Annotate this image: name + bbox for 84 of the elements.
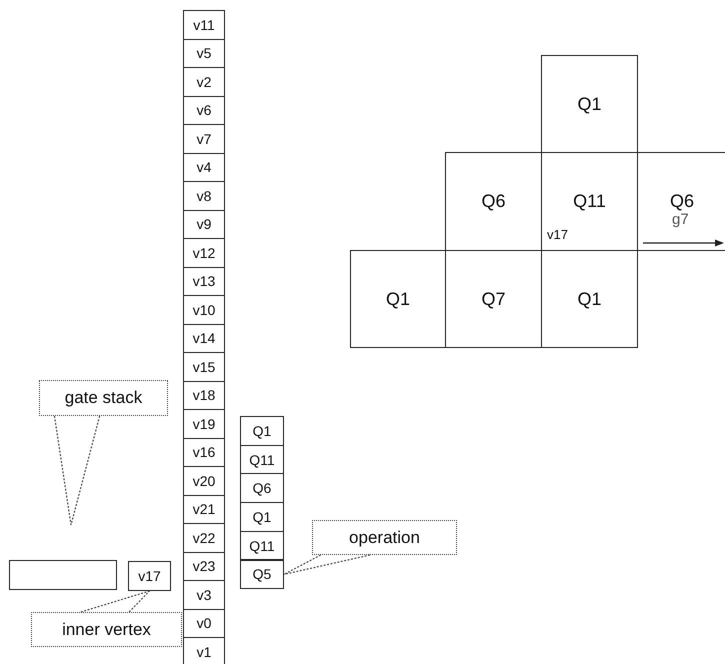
node-label: v13 [192, 273, 216, 290]
node-label: v21 [192, 501, 216, 518]
grid-cell [445, 152, 542, 251]
node-label: Q1 [386, 288, 410, 310]
node-label: v4 [196, 159, 212, 176]
stack-cell [240, 560, 284, 590]
node-label: v19 [192, 416, 216, 432]
node-label: gate stack [64, 388, 142, 408]
stack-cell [183, 580, 225, 610]
node-label: v23 [192, 558, 216, 574]
stack-cell [183, 409, 225, 438]
stack-cell [183, 10, 225, 40]
node-label: v3 [196, 586, 212, 603]
stack-cell [183, 552, 225, 581]
node-label: operation [349, 528, 420, 548]
stack-cell [183, 295, 225, 324]
node-label: Q7 [481, 288, 506, 310]
node-label: v7 [196, 130, 212, 147]
empty-box [9, 560, 117, 590]
node-label: v14 [192, 330, 216, 346]
stack-cell [183, 124, 225, 154]
stack-cell [240, 530, 284, 560]
stack-cell [183, 210, 225, 239]
grid-cell [541, 55, 638, 153]
stack-cell [183, 266, 225, 296]
stack-cell [183, 438, 225, 467]
stack-cell [240, 502, 284, 532]
grid-cell [637, 152, 725, 251]
node-label: v1 [196, 644, 212, 660]
node-label: Q1 [577, 288, 602, 310]
stack-cell [183, 67, 225, 96]
stack-cell [240, 444, 284, 474]
callout-box [39, 380, 168, 416]
stack-cell [183, 466, 225, 496]
node-label: Q1 [252, 422, 272, 439]
node-label: v8 [196, 188, 212, 204]
stack-cell [240, 416, 284, 446]
node-label: v17 [138, 568, 161, 584]
node-label: v16 [192, 444, 216, 460]
node-label: v15 [192, 358, 216, 375]
node-label: v18 [192, 387, 216, 404]
callout-box [312, 520, 457, 555]
node-label: Q1 [252, 508, 272, 525]
node-label: Q1 [577, 94, 602, 114]
stack-cell [183, 494, 225, 524]
stack-cell [183, 380, 225, 410]
node-label: inner vertex [62, 620, 151, 640]
leader-line [283, 554, 371, 575]
stack-cell [183, 324, 225, 353]
node-label: Q11 [249, 452, 275, 468]
inner-label: v17 [547, 227, 568, 242]
node-label: v10 [192, 302, 216, 318]
node-label: v11 [193, 16, 215, 33]
stack-cell [183, 181, 225, 210]
stack-cell [183, 238, 225, 268]
grid-cell [350, 250, 446, 348]
node-label: Q6 [252, 480, 272, 496]
stack-cell [183, 96, 225, 125]
stack-cell [240, 473, 284, 504]
node-label: v0 [196, 615, 212, 632]
inner-label: g7 [672, 211, 689, 228]
node-label: v2 [196, 74, 212, 90]
node-label: v9 [196, 216, 212, 232]
stack-cell [183, 637, 225, 664]
node-label: Q6 [481, 191, 506, 212]
node-label: Q11 [249, 538, 275, 554]
node-label: v6 [196, 102, 212, 118]
node-label: v12 [192, 244, 216, 261]
node-label: v22 [192, 530, 216, 546]
leader-line [80, 590, 150, 613]
stack-cell [128, 561, 171, 591]
node-label: Q6 [670, 191, 694, 212]
grid-cell [541, 250, 638, 348]
leader-line [54, 415, 100, 526]
stack-cell [183, 38, 225, 68]
stack-cell [183, 523, 225, 552]
node-label: v5 [196, 45, 212, 62]
stack-cell [183, 352, 225, 382]
node-label: Q5 [252, 566, 272, 582]
node-label: Q11 [573, 191, 606, 212]
stack-cell [183, 608, 225, 638]
callout-box [31, 612, 182, 647]
stack-cell [183, 152, 225, 182]
node-label: v20 [192, 472, 216, 489]
